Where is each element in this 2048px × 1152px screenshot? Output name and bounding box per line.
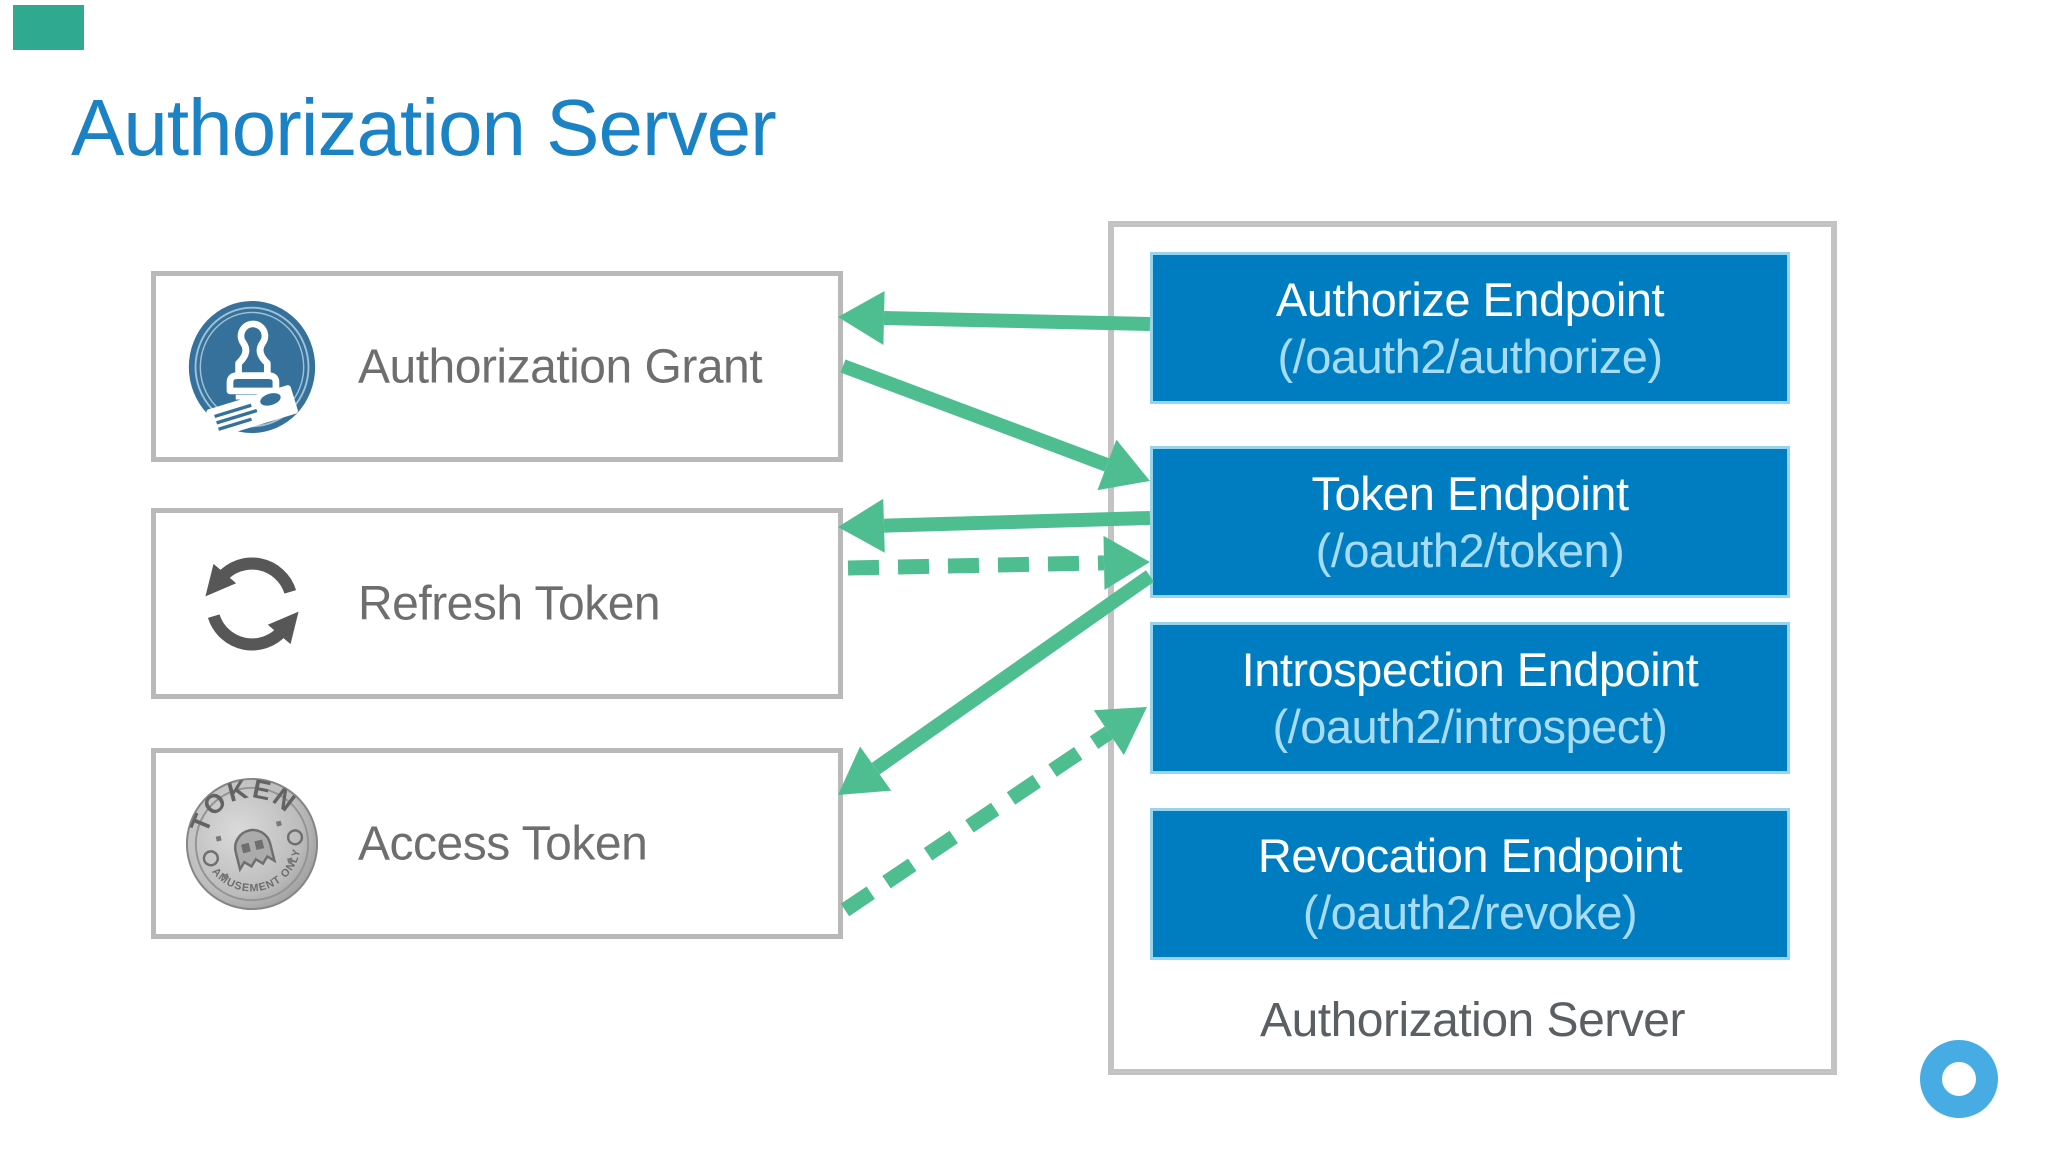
flow-arrow-authorization-grant-to-token-endpoint [840,359,1110,472]
access-token-label: Access Token [358,817,648,870]
okta-logo [1920,1040,1998,1118]
corner-accent-bar [13,5,84,50]
endpoint-path: (/oauth2/introspect) [1272,700,1668,753]
endpoint-name: Token Endpoint [1311,467,1629,520]
authorize-endpoint-box: Authorize Endpoint (/oauth2/authorize) [1150,252,1790,404]
authorization-grant-label: Authorization Grant [358,340,763,393]
revocation-endpoint-box: Revocation Endpoint (/oauth2/revoke) [1150,808,1790,960]
server-panel-label: Authorization Server [1260,994,1685,1047]
introspection-endpoint-box: Introspection Endpoint (/oauth2/introspe… [1150,622,1790,774]
stamp-icon [182,276,322,457]
refresh-token-box: Refresh Token [151,508,843,699]
flow-arrow-refresh-token-to-token-endpoint [847,555,1105,576]
endpoint-name: Revocation Endpoint [1257,829,1683,882]
endpoint-name: Introspection Endpoint [1241,643,1699,696]
endpoint-name: Authorize Endpoint [1275,273,1665,326]
flow-arrow-access-token-to-introspection-endpoint [840,726,1113,917]
endpoint-path: (/oauth2/authorize) [1277,330,1663,383]
flow-arrowhead-authorize-endpoint-to-authorization-grant [838,291,885,345]
authorization-grant-box: Authorization Grant [151,271,843,462]
access-token-box: TOKEN AMUSEMENT ONLY [151,748,843,939]
flow-arrowhead-token-endpoint-to-access-token [838,746,892,795]
token-endpoint-box: Token Endpoint (/oauth2/token) [1150,446,1790,598]
endpoint-path: (/oauth2/revoke) [1302,886,1638,939]
refresh-token-label: Refresh Token [358,577,661,630]
refresh-icon [182,513,322,694]
endpoint-path: (/oauth2/token) [1315,524,1625,577]
flow-arrowhead-token-endpoint-to-refresh-token [838,498,885,553]
authorization-server-panel: Authorize Endpoint (/oauth2/authorize) T… [1108,221,1837,1075]
token-coin-icon: TOKEN AMUSEMENT ONLY [182,753,322,934]
page-title: Authorization Server [71,83,777,172]
